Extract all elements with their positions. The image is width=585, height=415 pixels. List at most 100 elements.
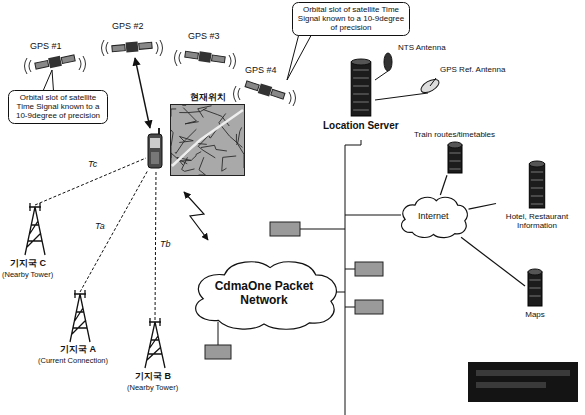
- satellite-label: GPS #3: [188, 32, 220, 42]
- map-street: [179, 108, 207, 113]
- server-stripe: [353, 102, 369, 103]
- callout-bubble: Orbital slot of satellite Time Signal kn…: [8, 90, 108, 124]
- callout-text: Orbital slot of satellite Time Signal kn…: [13, 93, 103, 121]
- satellite-label: GPS #1: [30, 42, 62, 52]
- radio-link: [184, 192, 208, 240]
- satellite-label: GPS #4: [245, 66, 277, 76]
- connector: [440, 175, 447, 195]
- network-wire: [375, 71, 388, 80]
- server-node: Maps: [525, 268, 545, 319]
- map-picture: [170, 104, 245, 176]
- server-top: [528, 269, 542, 275]
- tower-link: [80, 170, 148, 292]
- node-label: Maps: [525, 310, 545, 319]
- tower-link: [155, 172, 156, 320]
- map-image: 현재위치: [170, 92, 245, 176]
- satellite: [245, 81, 259, 91]
- map-ground: [171, 105, 245, 176]
- server-body: [448, 145, 462, 173]
- satellite: [244, 79, 285, 101]
- map-street: [222, 156, 236, 171]
- mobile-phone: [151, 152, 159, 164]
- node-label: CdmaOne Packet Network: [214, 280, 314, 308]
- timing-label: Tb: [160, 240, 171, 250]
- dark-panel: [476, 382, 546, 388]
- satellite-link: [135, 58, 150, 128]
- map-street: [175, 130, 196, 154]
- base-station-tower: [149, 318, 161, 326]
- server-top: [448, 142, 462, 148]
- satellite: [112, 45, 125, 52]
- satellite: [34, 53, 75, 71]
- network-box: [355, 300, 383, 314]
- base-station-tower: [25, 207, 45, 255]
- tower-note: (Current Connection): [38, 357, 108, 365]
- antenna-label: GPS Ref. Antenna: [440, 66, 505, 75]
- map-street: [198, 135, 215, 159]
- bubble-outline: [293, 3, 410, 36]
- node-label: 현재위치: [170, 92, 245, 102]
- gps-reference-antenna: [419, 77, 441, 96]
- connector: [461, 237, 525, 286]
- network-box: [205, 222, 383, 359]
- server-stripe: [353, 110, 369, 111]
- server-node: Train routes/timetables: [414, 130, 495, 175]
- gps-reference-antenna: [419, 77, 441, 96]
- map-street: [179, 137, 193, 143]
- satellite: [212, 55, 226, 63]
- tower-label: 기지국 C: [10, 259, 46, 269]
- network-box: [355, 262, 383, 276]
- mobile-phone: [158, 128, 160, 134]
- server-stripe: [531, 204, 543, 205]
- server-top: [351, 59, 371, 65]
- server-stripe: [449, 161, 460, 162]
- dark-panel: [468, 362, 578, 402]
- callout-tail: [287, 30, 314, 80]
- satellite: [185, 51, 199, 59]
- base-station-tower: [25, 203, 45, 255]
- node-label: Internet: [418, 211, 449, 221]
- base-station-tower: [70, 290, 90, 342]
- map-road: [172, 110, 243, 166]
- base-station-tower: [74, 290, 86, 298]
- server-stripe: [353, 78, 369, 79]
- cloud-outline: [402, 197, 468, 237]
- satellite: [126, 41, 139, 52]
- network-wire: [345, 145, 346, 415]
- server-stripe: [449, 153, 460, 154]
- server-stripe: [531, 196, 543, 197]
- signal-waves: [175, 50, 182, 66]
- signal-waves: [229, 53, 236, 69]
- network-box: [205, 345, 231, 359]
- network-wire: [218, 71, 428, 415]
- server-body: [528, 272, 542, 306]
- satellite: [61, 55, 75, 64]
- signal-waves: [102, 40, 109, 56]
- server-icon: [525, 268, 545, 308]
- server-node: Location Server: [323, 58, 399, 132]
- server-stripe: [531, 180, 543, 181]
- connector: [469, 203, 496, 209]
- base-station-tower: [29, 203, 41, 211]
- satellite: [139, 42, 152, 49]
- network-cloud: Internet: [398, 195, 469, 237]
- tower-link: [35, 158, 156, 320]
- mobile-phone: [148, 128, 162, 168]
- map-street: [182, 158, 195, 172]
- server-icon: [445, 141, 465, 175]
- node-label: Train routes/timetables: [414, 130, 495, 139]
- satellite: [258, 83, 273, 96]
- network-cloud: CdmaOne Packet Network: [188, 258, 340, 330]
- server-stripe: [529, 288, 540, 289]
- antenna-label: NTS Antenna: [398, 44, 446, 53]
- server-stripe: [531, 188, 543, 189]
- satellite-label: GPS #2: [112, 22, 144, 32]
- bubble-outline: [9, 91, 108, 124]
- server-stripe: [353, 70, 369, 71]
- satellite: [184, 49, 225, 64]
- network-wire: [345, 307, 355, 308]
- tower-label: 기지국 B: [135, 372, 171, 382]
- server-stripe: [353, 86, 369, 87]
- satellite: [48, 56, 62, 68]
- server-stripe: [529, 280, 540, 281]
